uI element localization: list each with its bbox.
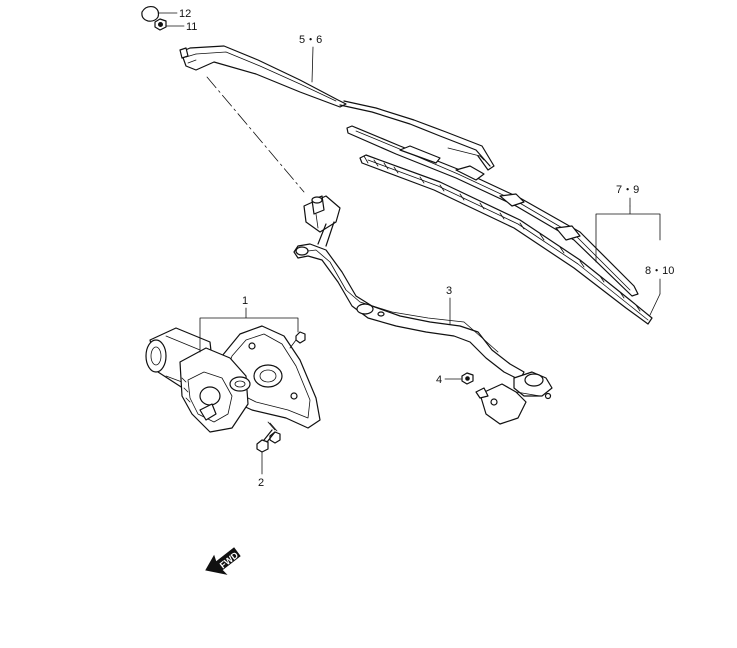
wiper-arm-part-5-6: [179, 45, 495, 171]
blade-refill-part-8-10: [359, 154, 653, 325]
wiper-cap-part-12: [141, 5, 160, 22]
bolt-part-2: 2: [256, 429, 276, 489]
wiper-blade-part-7-9: [346, 125, 639, 297]
callout-8-10: 8・10: [645, 265, 674, 277]
callout-1: 1: [242, 295, 248, 307]
callout-7-9: 7・9: [616, 184, 639, 196]
callout-11: 11: [186, 21, 197, 33]
bracket-7-9: 7・9: [595, 184, 661, 263]
callout-4: 4: [436, 374, 442, 386]
bracket-1: 1: [199, 295, 299, 353]
arm-to-pivot-centerline: [206, 76, 305, 193]
forward-direction-arrow: FWD: [205, 547, 241, 575]
wiper-linkage-part-3: [293, 243, 525, 381]
callout-5-6: 5・6: [299, 34, 322, 46]
callout-2: 2: [258, 477, 264, 489]
right-pivot-bracket: [475, 371, 553, 425]
callout-12: 12: [179, 8, 191, 20]
nut-part-4: 4: [436, 372, 474, 386]
fwd-arrow-icon: [205, 547, 241, 575]
wiper-pivot: [303, 195, 341, 247]
wiper-motor-part-1: [145, 325, 321, 444]
cap-and-nut-group: 12 11: [141, 5, 197, 33]
callout-3: 3: [446, 285, 452, 297]
motor-bolt-top: [289, 331, 306, 349]
